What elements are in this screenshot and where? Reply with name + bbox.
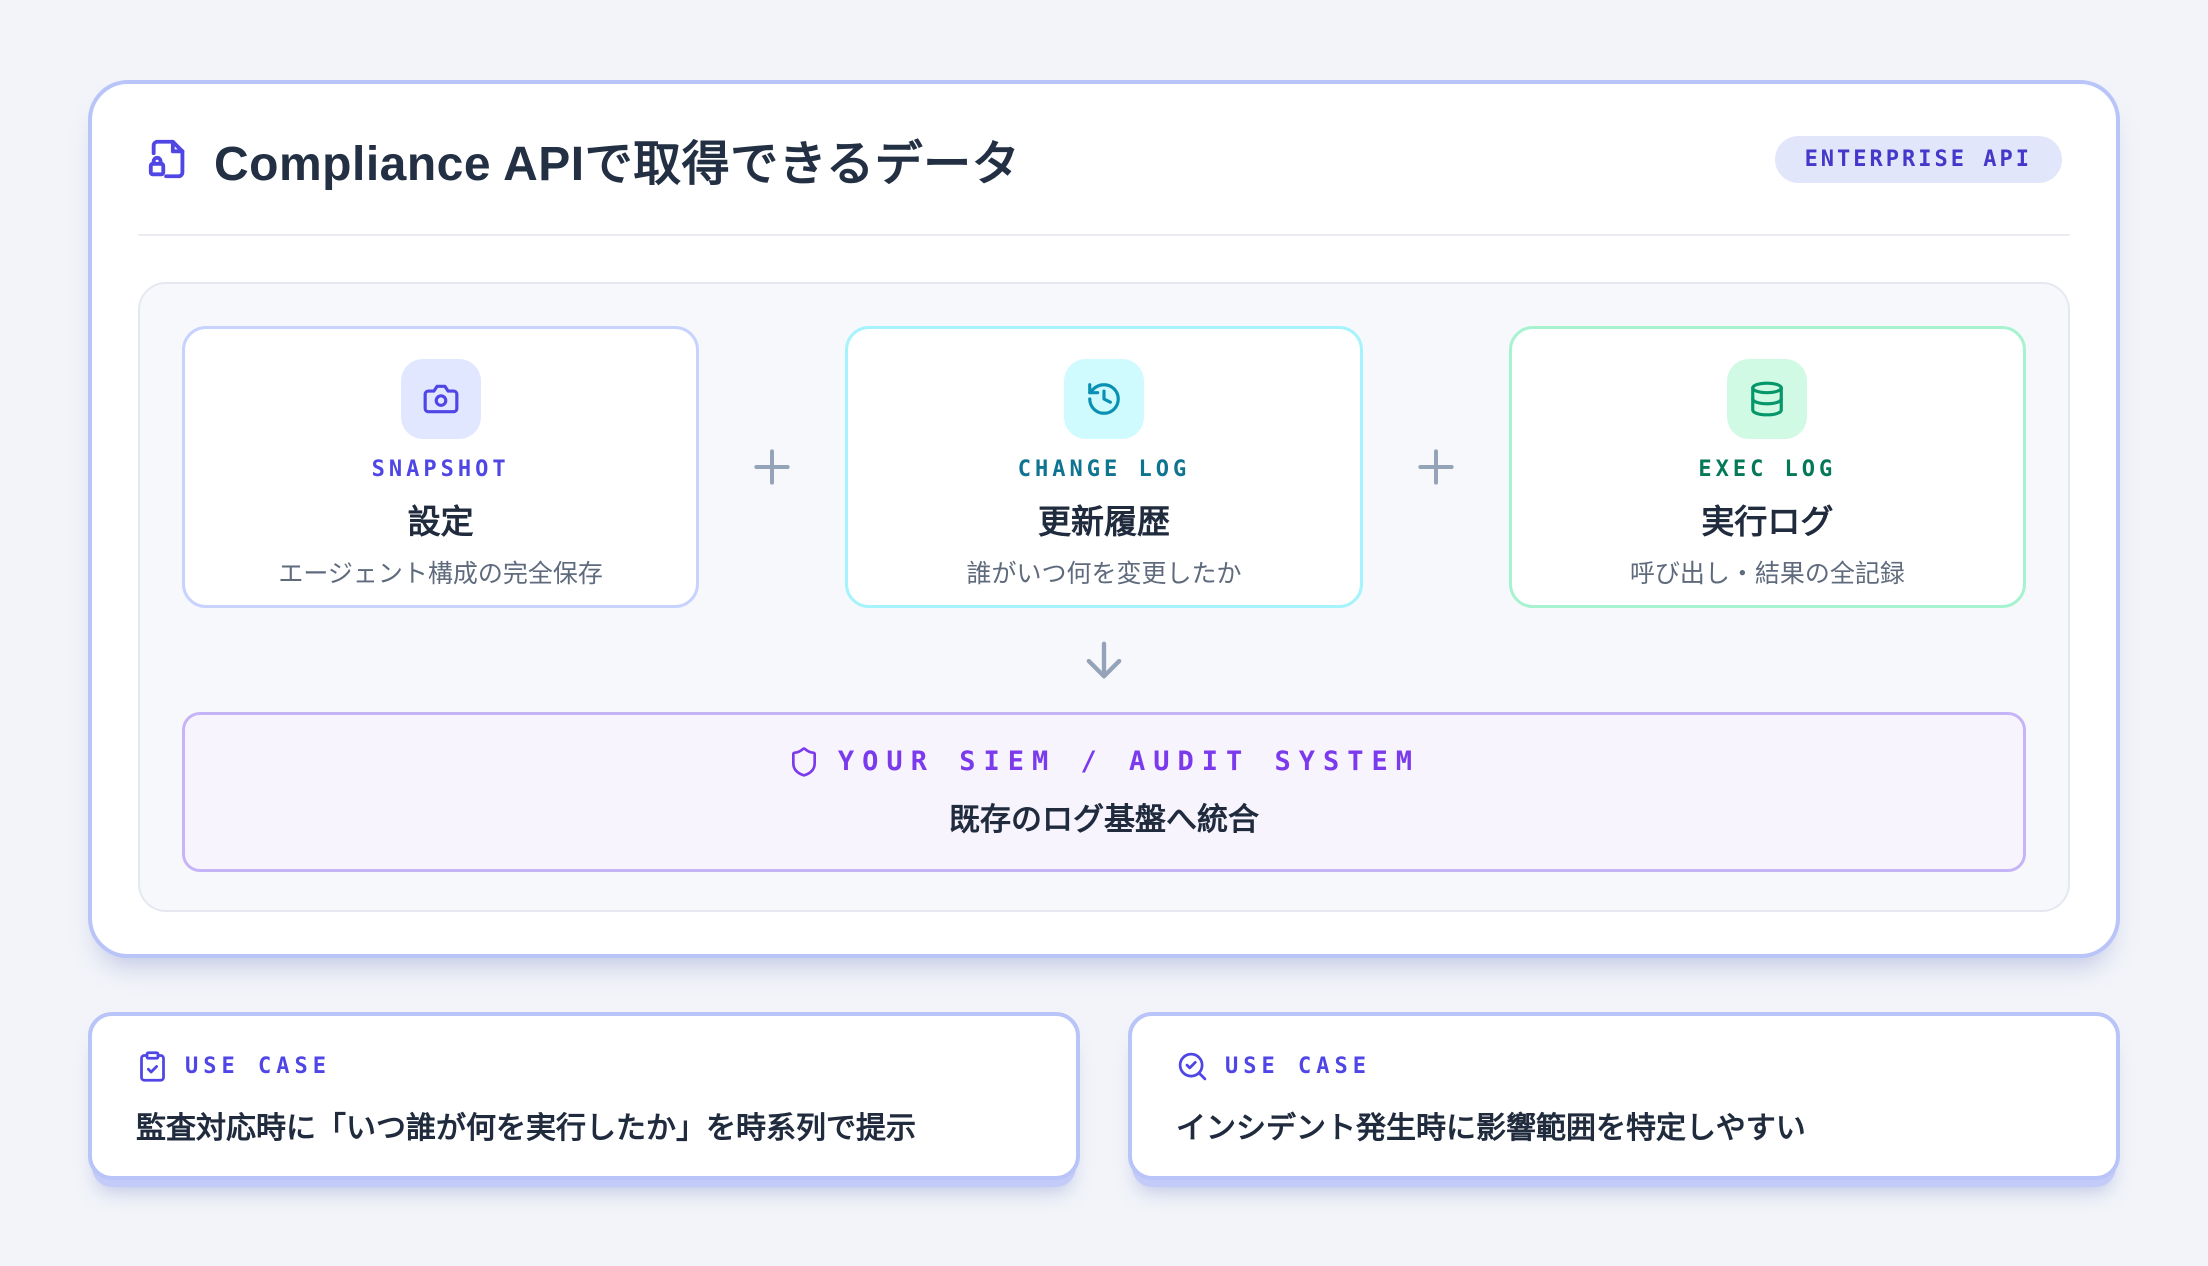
database-icon [1727,359,1808,439]
use-case-label: USE CASE [185,1054,331,1079]
use-case-label-row: USE CASE [136,1050,1032,1083]
file-lock-icon [146,136,192,182]
use-case-card-incident: USE CASE インシデント発生時に影響範囲を特定しやすい [1128,1012,2120,1180]
exec-log-title: 実行ログ [1701,503,1834,540]
camera-icon [400,359,481,439]
change-log-title: 更新履歴 [1037,503,1170,540]
arrow-down-icon [1078,634,1130,686]
history-icon [1063,359,1144,439]
use-case-row: USE CASE 監査対応時に「いつ誰が何を実行したか」を時系列で提示 USE … [88,1012,2120,1180]
exec-log-card: EXEC LOG 実行ログ 呼び出し・結果の全記録 [1508,326,2026,608]
snapshot-label: SNAPSHOT [371,457,510,482]
data-sources-row: SNAPSHOT 設定 エージェント構成の完全保存 [182,326,2026,608]
exec-log-description: 呼び出し・結果の全記録 [1629,560,1905,588]
siem-label: YOUR SIEM / AUDIT SYSTEM [837,746,1421,777]
use-case-text: 監査対応時に「いつ誰が何を実行したか」を時系列で提示 [136,1112,916,1145]
snapshot-card: SNAPSHOT 設定 エージェント構成の完全保存 [182,326,700,608]
change-log-card: CHANGE LOG 更新履歴 誰がいつ何を変更したか [845,326,1363,608]
page-title: Compliance APIで取得できるデータ [214,138,1021,191]
card-header: Compliance APIで取得できるデータ ENTERPRISE API [138,84,2070,234]
change-log-description: 誰がいつ何を変更したか [966,560,1242,588]
use-case-label-row: USE CASE [1176,1050,2072,1083]
search-check-icon [1176,1050,1209,1083]
use-case-label: USE CASE [1225,1054,1371,1079]
siem-destination-box: YOUR SIEM / AUDIT SYSTEM 既存のログ基盤へ統合 [182,712,2026,872]
plus-separator-2 [1363,326,1509,608]
snapshot-title: 設定 [407,503,474,540]
use-case-text: インシデント発生時に影響範囲を特定しやすい [1176,1112,1806,1145]
compliance-data-card: Compliance APIで取得できるデータ ENTERPRISE API S… [88,80,2120,958]
change-log-label: CHANGE LOG [1017,457,1191,482]
data-flow-panel: SNAPSHOT 設定 エージェント構成の完全保存 [138,282,2070,912]
use-case-card-audit: USE CASE 監査対応時に「いつ誰が何を実行したか」を時系列で提示 [88,1012,1080,1180]
exec-log-label: EXEC LOG [1698,457,1837,482]
snapshot-description: エージェント構成の完全保存 [278,560,603,588]
clipboard-check-icon [136,1050,169,1083]
header-divider [138,234,2070,236]
siem-label-row: YOUR SIEM / AUDIT SYSTEM [788,746,1420,778]
enterprise-api-badge: ENTERPRISE API [1774,135,2062,183]
siem-title: 既存のログ基盤へ統合 [949,801,1259,837]
plus-separator-1 [699,326,845,608]
shield-icon [788,746,820,778]
flow-arrow-row [182,608,2026,712]
